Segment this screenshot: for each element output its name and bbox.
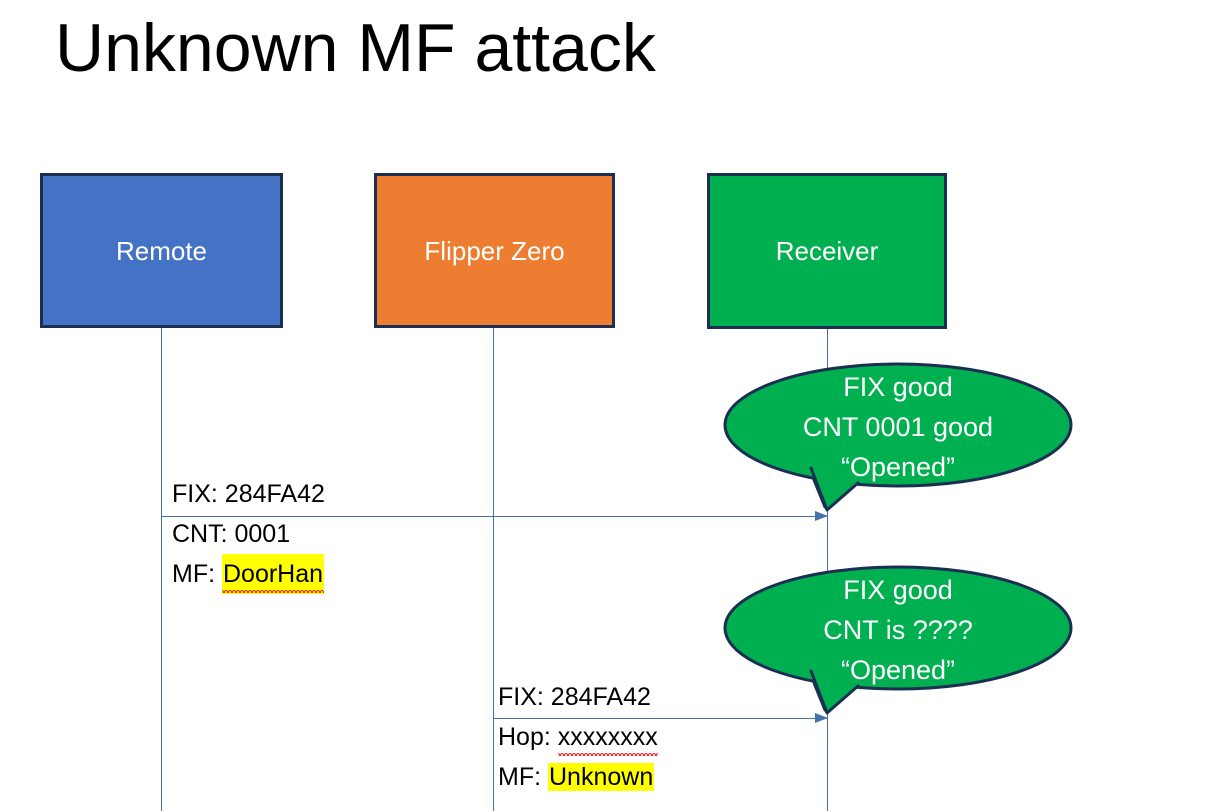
message-label-1: FIX: 284FA42 CNT: 0001 MF: DoorHan <box>172 474 325 594</box>
actor-box-flipper[interactable]: Flipper Zero <box>374 173 615 328</box>
message-line-1-2-value: 0001 <box>234 520 291 548</box>
actor-box-remote[interactable]: Remote <box>40 173 283 328</box>
message-label-2: FIX: 284FA42 Hop: xxxxxxxx MF: Unknown <box>498 677 658 797</box>
message-line-1-1-value: 284FA42 <box>224 480 325 508</box>
message-line-1-3-label: MF: <box>172 560 222 588</box>
message-line-1-3: MF: DoorHan <box>172 554 325 594</box>
message-arrow-2 <box>493 713 828 723</box>
message-line-1-3-value: DoorHan <box>222 554 325 594</box>
speech-bubble-2-shape <box>723 565 1073 715</box>
actor-label-flipper: Flipper Zero <box>424 235 565 266</box>
actor-box-receiver[interactable]: Receiver <box>707 173 947 329</box>
message-line-2-2: Hop: xxxxxxxx <box>498 717 658 757</box>
actor-label-remote: Remote <box>115 235 208 266</box>
message-arrow-1 <box>161 511 828 521</box>
message-line-2-1-value: 284FA42 <box>550 683 651 711</box>
message-line-2-3-label: MF: <box>498 763 548 791</box>
message-line-2-1-label: FIX: <box>498 683 551 711</box>
page-title: Unknown MF attack <box>55 10 656 86</box>
lifeline-remote <box>161 328 162 811</box>
lifeline-flipper <box>493 328 494 811</box>
speech-bubble-2[interactable]: FIX good CNT is ???? “Opened” <box>723 565 1073 723</box>
message-line-2-3: MF: Unknown <box>498 757 658 797</box>
message-line-1-2-label: CNT: <box>172 520 235 548</box>
message-line-2-2-value: xxxxxxxx <box>557 717 658 757</box>
lifeline-receiver <box>827 329 828 811</box>
message-line-1-2: CNT: 0001 <box>172 514 325 554</box>
message-line-2-2-label: Hop: <box>498 723 558 751</box>
message-line-2-3-value: Unknown <box>548 763 655 791</box>
message-line-1-1: FIX: 284FA42 <box>172 474 325 514</box>
speech-bubble-1-shape <box>723 362 1073 512</box>
message-line-1-1-label: FIX: <box>172 480 225 508</box>
speech-bubble-1[interactable]: FIX good CNT 0001 good “Opened” <box>723 362 1073 520</box>
message-line-2-1: FIX: 284FA42 <box>498 677 658 717</box>
actor-label-receiver: Receiver <box>775 236 879 266</box>
